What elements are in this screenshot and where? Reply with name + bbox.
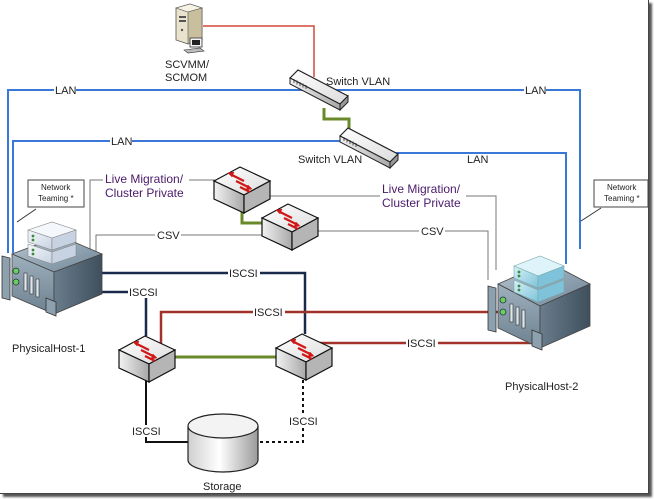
lan-label-mid-right: LAN <box>467 154 488 166</box>
lan-link-mid-left <box>12 140 342 253</box>
callout-left-line2: Teaming * <box>38 194 74 203</box>
storage-link-left <box>145 380 190 443</box>
live-migration-label-right-line1: Live Migration/ <box>382 182 461 196</box>
iscsi-switch-1-icon[interactable] <box>117 335 177 384</box>
callout-leader-left <box>16 208 37 223</box>
csv-label-left: CSV <box>157 230 180 242</box>
storage-label: Storage <box>203 481 242 493</box>
storage-icon[interactable] <box>187 413 259 473</box>
csv-link-right <box>318 230 489 280</box>
network-teaming-callout-right: Network Teaming * <box>593 179 649 208</box>
iscsi-label-red-bottom: ISCSI <box>407 338 436 350</box>
live-migration-label-left-line2: Cluster Private <box>105 186 184 200</box>
network-teaming-callout-left: Network Teaming * <box>27 179 85 208</box>
lan-label-top-right: LAN <box>525 85 546 97</box>
management-server-label-line1: SCVMM/ <box>165 59 210 71</box>
physical-host-2-icon[interactable] <box>487 255 591 351</box>
iscsi-label-host1-switch: ISCSI <box>129 287 158 299</box>
live-migration-label-right-line2: Cluster Private <box>382 196 461 210</box>
csv-label-right: CSV <box>421 226 444 238</box>
switch-vlan-2-icon[interactable] <box>338 127 400 170</box>
network-diagram: SCVMM/ SCMOM Switch VLAN Switch VLAN <box>1 3 649 493</box>
cluster-switch-2-icon[interactable] <box>260 203 320 252</box>
physical-host-1-icon[interactable] <box>1 221 104 317</box>
cluster-switch-1-icon[interactable] <box>212 166 272 215</box>
callout-right-line1: Network <box>607 183 637 192</box>
lan-link-top-left <box>7 89 305 253</box>
callout-left-line1: Network <box>41 183 71 192</box>
cluster-private-link-right <box>270 195 497 270</box>
iscsi-label-storage-left: ISCSI <box>132 426 161 438</box>
switch-vlan-1-icon[interactable] <box>288 69 350 112</box>
iscsi-label-storage-right: ISCSI <box>289 416 318 428</box>
callout-right-line2: Teaming * <box>604 194 640 203</box>
callout-leader-right <box>580 207 602 222</box>
live-migration-label-left-line1: Live Migration/ <box>105 172 184 186</box>
iscsi-switch-2-icon[interactable] <box>274 333 334 382</box>
management-link <box>203 25 315 77</box>
switch-vlan-2-label: Switch VLAN <box>298 154 362 166</box>
physical-host-2-label: PhysicalHost-2 <box>505 381 578 393</box>
physical-host-1-label: PhysicalHost-1 <box>12 343 85 355</box>
lan-label-top-left: LAN <box>55 85 76 97</box>
management-server-icon[interactable] <box>174 3 205 54</box>
iscsi-label-red-top: ISCSI <box>254 307 283 319</box>
iscsi-link-switch1-host2 <box>159 310 512 344</box>
iscsi-label-host1-top: ISCSI <box>229 268 258 280</box>
storage-link-right <box>257 380 304 443</box>
iscsi-link-host1-switch2 <box>100 271 307 334</box>
lan-link-mid-right <box>370 152 567 264</box>
lan-label-mid-left: LAN <box>111 136 132 148</box>
switch-vlan-1-label: Switch VLAN <box>326 76 390 88</box>
vlan-interswitch-link <box>322 108 351 134</box>
lan-link-top-right <box>330 89 581 249</box>
management-server-label-line2: SCMOM <box>165 72 207 84</box>
